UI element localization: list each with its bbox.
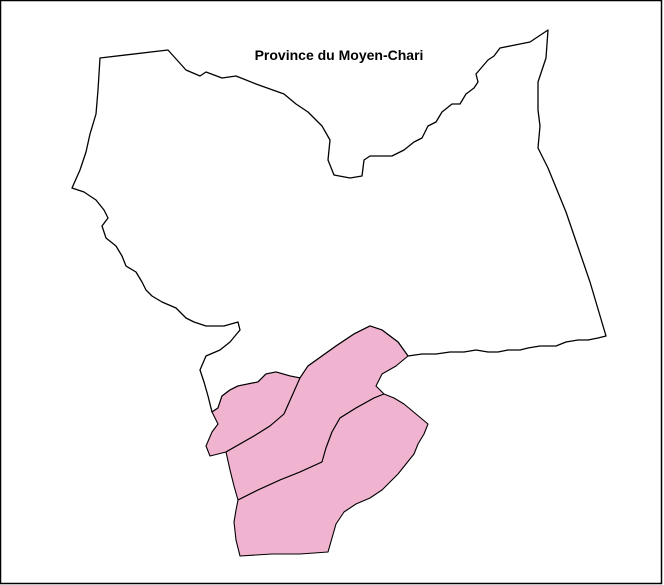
province-outline[interactable] xyxy=(71,29,607,413)
map-title: Province du Moyen-Chari xyxy=(255,47,424,63)
subprefecture-south[interactable] xyxy=(233,393,429,557)
